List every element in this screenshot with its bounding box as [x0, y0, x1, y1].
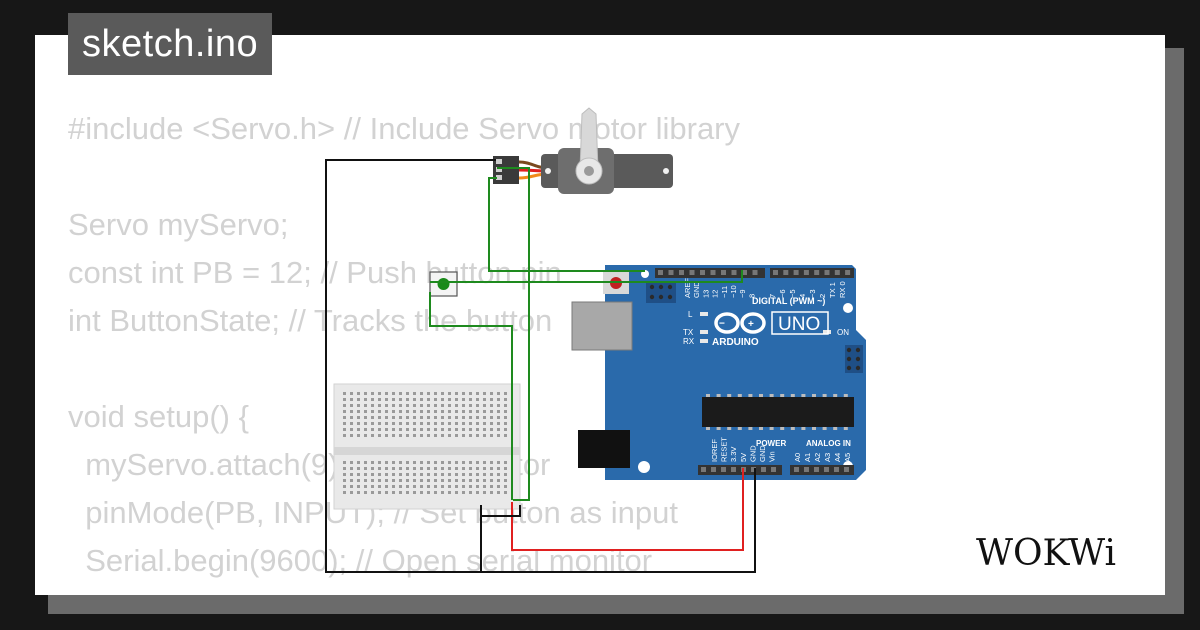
- led-tx-label: TX: [683, 328, 694, 337]
- power-pin-label: IOREF: [710, 439, 719, 462]
- analog-pin-label: A2: [813, 453, 822, 462]
- digital-pin-label: 12: [711, 290, 720, 298]
- analog-pin-label: A0: [793, 453, 802, 462]
- breadboard[interactable]: [333, 383, 521, 510]
- power-pin-label: GND: [758, 445, 767, 462]
- digital-pin-label: TX 1: [828, 282, 837, 298]
- digital-pin-label: ~3: [808, 289, 817, 298]
- digital-pin-label: ~10: [729, 285, 738, 298]
- digital-pin-label: 8: [747, 294, 756, 298]
- led-rx-label: RX: [683, 337, 695, 346]
- code-line: }: [68, 585, 740, 595]
- arduino-wordmark: ARDUINO: [712, 337, 759, 348]
- power-label: POWER: [756, 439, 786, 448]
- analog-pin-label: A5: [843, 453, 852, 462]
- digital-pin-label: ~11: [720, 286, 729, 298]
- wire-red-5v: [511, 468, 744, 551]
- sketch-title: sketch.ino: [68, 13, 273, 75]
- digital-label: DIGITAL (PWM ~): [752, 296, 825, 306]
- push-button[interactable]: [429, 271, 458, 297]
- wire-green-button-pulldown: [429, 292, 513, 500]
- code-line: void setup() {: [68, 399, 249, 434]
- wire-green-servo-vcc: [497, 167, 530, 501]
- digital-pin-label: ~9: [738, 289, 747, 298]
- arduino-logo: [714, 312, 766, 334]
- wire-black-servo-gnd: [325, 159, 756, 573]
- analog-label: ANALOG IN: [806, 439, 851, 448]
- wire-green-button: [430, 270, 743, 283]
- wire-green-servo-signal: [488, 177, 645, 272]
- digital-pin-label: 4: [798, 294, 807, 298]
- wires: [325, 159, 756, 573]
- wokwi-wordmark: WOKWi: [976, 533, 1116, 574]
- on-label: ON: [837, 328, 849, 337]
- wokwi-logo: WOKWi: [976, 533, 1116, 574]
- digital-pin-label: AREF: [683, 278, 692, 298]
- digital-pin-label: RX 0: [838, 281, 847, 298]
- uno-label: UNO: [778, 314, 820, 335]
- servo-motor[interactable]: [493, 107, 673, 194]
- digital-pin-label: 2: [818, 294, 827, 298]
- code-line: #include <Servo.h> // Include Servo moto…: [68, 111, 741, 146]
- power-pin-label: 5V: [739, 453, 748, 462]
- svg-text:+: +: [748, 319, 754, 330]
- digital-pin-label: 13: [701, 290, 710, 298]
- power-pin-label: 3.3V: [729, 447, 738, 462]
- power-pin-label: GND: [748, 445, 757, 462]
- analog-pin-label: A3: [823, 453, 832, 462]
- digital-pin-label: GND: [692, 281, 701, 298]
- led-l-label: L: [688, 310, 693, 319]
- power-pin-label: RESET: [720, 437, 729, 462]
- analog-pin-label: A1: [803, 453, 812, 462]
- code-line: int ButtonState; // Tracks the button: [68, 303, 553, 338]
- analog-pin-label: A4: [833, 453, 842, 462]
- svg-text:−: −: [719, 319, 725, 330]
- digital-pin-label: ~5: [788, 289, 797, 298]
- code-line: Servo myServo;: [68, 207, 289, 242]
- digital-pin-label: 7: [768, 294, 777, 298]
- digital-pin-label: ~6: [778, 289, 787, 298]
- power-pin-label: Vin: [768, 451, 777, 462]
